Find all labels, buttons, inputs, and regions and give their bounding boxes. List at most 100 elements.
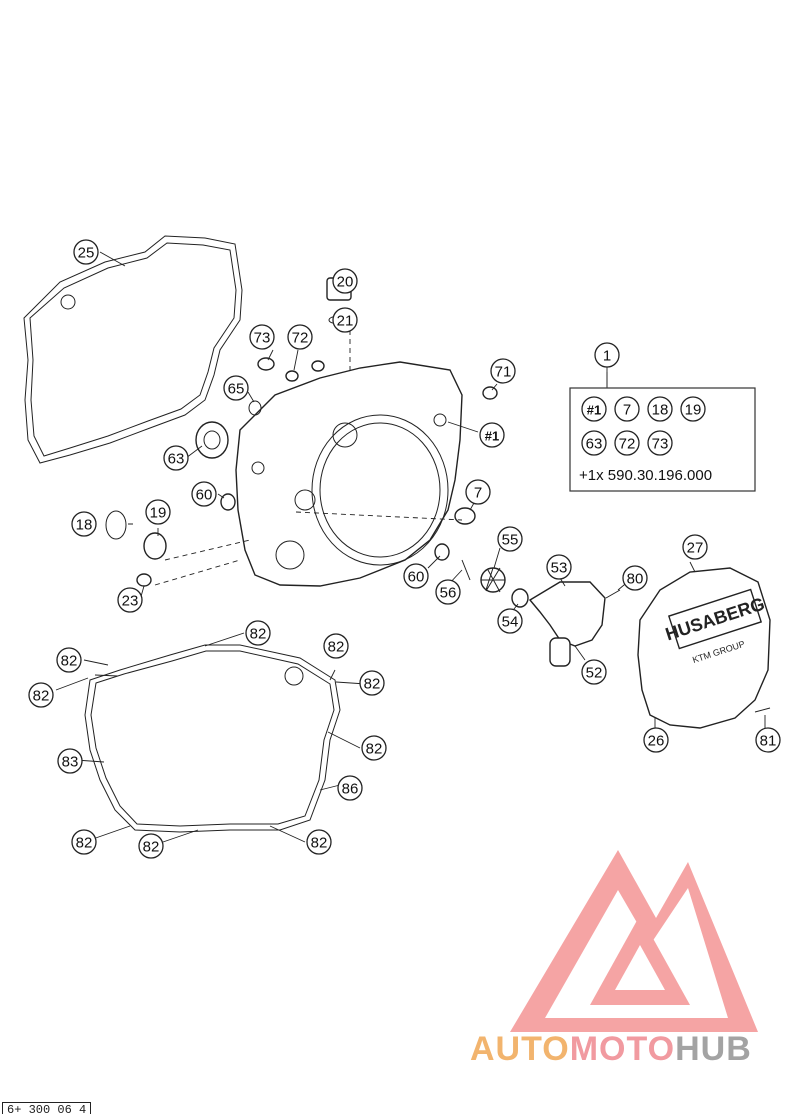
callout-52-21: 52 bbox=[581, 659, 607, 685]
clutch-cover bbox=[235, 361, 463, 587]
watermark-hub: HUB bbox=[675, 1030, 752, 1068]
kit-legend-row-2: 63 72 73 bbox=[581, 430, 673, 456]
footer-code: 6+ 300 06 4 bbox=[2, 1102, 92, 1114]
callout-65-5: 65 bbox=[223, 375, 249, 401]
svg-text:54: 54 bbox=[502, 614, 519, 631]
svg-text:63: 63 bbox=[586, 436, 603, 453]
callout-53-17: 53 bbox=[546, 554, 572, 580]
callout-20-1: 20 bbox=[332, 268, 358, 294]
callout-27-19: 27 bbox=[682, 534, 708, 560]
gasket-25 bbox=[23, 235, 243, 464]
callout-82-26: 82 bbox=[56, 647, 82, 673]
callout-56-16: 56 bbox=[435, 579, 461, 605]
svg-text:72: 72 bbox=[619, 436, 636, 453]
svg-text:1: 1 bbox=[603, 348, 611, 365]
bearing-63 bbox=[195, 421, 229, 459]
svg-text:73: 73 bbox=[254, 330, 271, 347]
callout-54-20: 54 bbox=[497, 608, 523, 634]
svg-text:#1: #1 bbox=[587, 403, 601, 418]
callout-26-22: 26 bbox=[643, 727, 669, 753]
svg-text:25: 25 bbox=[78, 245, 95, 262]
impeller-55 bbox=[480, 567, 506, 593]
callout-25-0: 25 bbox=[73, 239, 99, 265]
svg-text:27: 27 bbox=[687, 540, 704, 557]
watermark-auto: AUTO bbox=[470, 1030, 570, 1068]
o-ring-18 bbox=[105, 510, 127, 540]
svg-text:65: 65 bbox=[228, 381, 245, 398]
callout-81-23: 81 bbox=[755, 727, 781, 753]
kit-item-19: 19 bbox=[680, 396, 706, 422]
callout-1-35: 1 bbox=[594, 342, 620, 368]
callout-18-10: 18 bbox=[71, 511, 97, 537]
svg-text:86: 86 bbox=[342, 781, 359, 798]
callout-60-7: 60 bbox=[191, 481, 217, 507]
svg-text:83: 83 bbox=[62, 754, 79, 771]
svg-text:82: 82 bbox=[33, 688, 50, 705]
kit-item-hash-1: #1 bbox=[581, 396, 607, 422]
svg-text:82: 82 bbox=[366, 741, 383, 758]
svg-text:7: 7 bbox=[623, 402, 631, 419]
svg-text:20: 20 bbox=[337, 274, 354, 291]
svg-text:19: 19 bbox=[150, 505, 167, 522]
svg-text:#1: #1 bbox=[485, 429, 499, 444]
callout-82-34: 82 bbox=[306, 829, 332, 855]
svg-text:82: 82 bbox=[76, 835, 93, 852]
svg-text:81: 81 bbox=[760, 733, 777, 750]
svg-text:71: 71 bbox=[495, 364, 512, 381]
callout-86-31: 86 bbox=[337, 775, 363, 801]
watermark-moto: MOTO bbox=[569, 1030, 676, 1068]
callout-82-32: 82 bbox=[71, 829, 97, 855]
pump-cover-53 bbox=[528, 581, 606, 647]
callout-82-27: 82 bbox=[359, 670, 385, 696]
kit-item-7: 7 bbox=[614, 396, 640, 422]
callout-55-14: 55 bbox=[497, 526, 523, 552]
svg-text:7: 7 bbox=[474, 485, 482, 502]
svg-text:52: 52 bbox=[586, 665, 603, 682]
svg-text:26: 26 bbox=[648, 733, 665, 750]
gasket-82 bbox=[84, 644, 341, 833]
kit-item-73: 73 bbox=[647, 430, 673, 456]
svg-text:60: 60 bbox=[408, 569, 425, 586]
svg-text:53: 53 bbox=[551, 560, 568, 577]
callout-82-33: 82 bbox=[138, 833, 164, 859]
svg-text:82: 82 bbox=[250, 626, 267, 643]
callout-80-18: 80 bbox=[622, 565, 648, 591]
svg-text:82: 82 bbox=[61, 653, 78, 670]
watermark-logo bbox=[510, 850, 758, 1032]
callout-73-3: 73 bbox=[249, 324, 275, 350]
svg-text:80: 80 bbox=[627, 571, 644, 588]
callout-82-25: 82 bbox=[323, 633, 349, 659]
kit-item-63: 63 bbox=[581, 430, 607, 456]
callout-82-28: 82 bbox=[28, 682, 54, 708]
svg-text:60: 60 bbox=[196, 487, 213, 504]
svg-text:18: 18 bbox=[652, 402, 669, 419]
svg-text:55: 55 bbox=[502, 532, 519, 549]
callout-82-29: 82 bbox=[361, 735, 387, 761]
watermark-text: AUTOMOTOHUB bbox=[470, 1030, 752, 1069]
svg-text:21: 21 bbox=[337, 313, 354, 330]
callout-21-2: 21 bbox=[332, 307, 358, 333]
svg-text:82: 82 bbox=[311, 835, 328, 852]
callout-71-8: 71 bbox=[490, 358, 516, 384]
svg-text:23: 23 bbox=[122, 593, 139, 610]
callout-60-15: 60 bbox=[403, 563, 429, 589]
kit-item-72: 72 bbox=[614, 430, 640, 456]
svg-text:56: 56 bbox=[440, 585, 457, 602]
svg-text:73: 73 bbox=[652, 436, 669, 453]
callout-83-30: 83 bbox=[57, 748, 83, 774]
callout-23-12: 23 bbox=[117, 587, 143, 613]
kit-item-18: 18 bbox=[647, 396, 673, 422]
seal-19 bbox=[143, 532, 167, 560]
kit-legend-part-number: +1x 590.30.196.000 bbox=[579, 467, 712, 484]
kit-legend-row-1: #1 7 18 19 bbox=[581, 396, 706, 422]
svg-text:72: 72 bbox=[292, 330, 309, 347]
callout-19-11: 19 bbox=[145, 499, 171, 525]
svg-text:18: 18 bbox=[76, 517, 93, 534]
svg-text:82: 82 bbox=[364, 676, 381, 693]
callout-hash-1-9: #1 bbox=[479, 422, 505, 448]
callout-7-13: 7 bbox=[465, 479, 491, 505]
callout-82-24: 82 bbox=[245, 620, 271, 646]
svg-text:82: 82 bbox=[143, 839, 160, 856]
